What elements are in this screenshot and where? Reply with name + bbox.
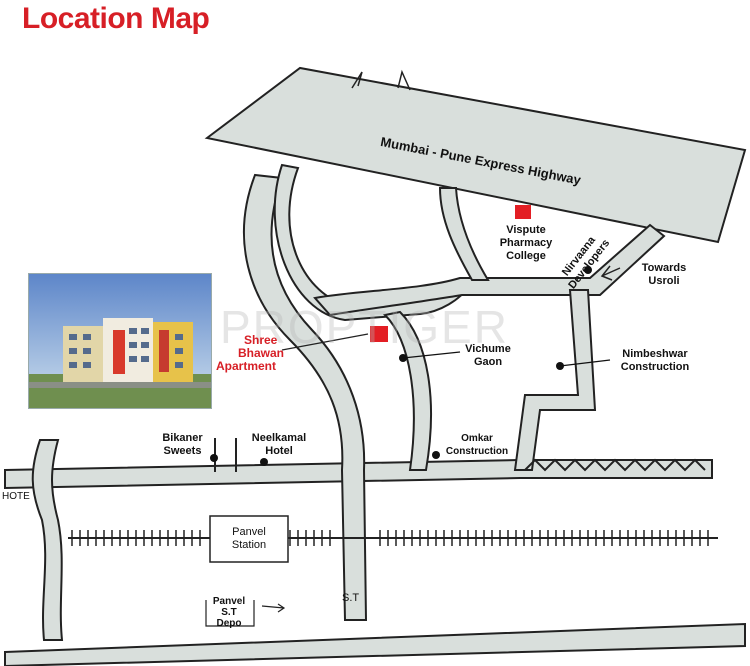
railway-ties — [71, 530, 709, 546]
vispute-marker — [515, 205, 531, 219]
location-pointers — [402, 351, 611, 367]
arrow-depo — [261, 603, 286, 613]
highway-scribble — [351, 69, 411, 91]
panvel-depo-outline — [205, 600, 255, 627]
label-shree-bhawan: Shree Bhawan Apartment — [216, 333, 285, 373]
bottom-road — [4, 622, 746, 666]
left-road — [31, 439, 64, 641]
panvel-station-box — [209, 515, 289, 563]
nimbeshwar-road — [513, 289, 597, 471]
page-title: Location Map — [22, 2, 210, 35]
building-photo — [28, 273, 212, 409]
zigzag-marking — [524, 458, 706, 472]
road-sign-left: HOTE — [2, 491, 30, 502]
location-dots — [210, 266, 592, 466]
vispute-road — [438, 187, 490, 281]
road-sign-st: S.T — [342, 592, 360, 604]
expressway-road — [204, 66, 747, 244]
central-curved-road — [243, 173, 368, 621]
shree-pointer — [281, 333, 369, 351]
vichume-local-road — [382, 310, 432, 471]
arrow-usroli — [600, 265, 621, 281]
watermark: PROPTIGER — [220, 301, 509, 353]
shree-bhawan-marker — [370, 326, 388, 342]
